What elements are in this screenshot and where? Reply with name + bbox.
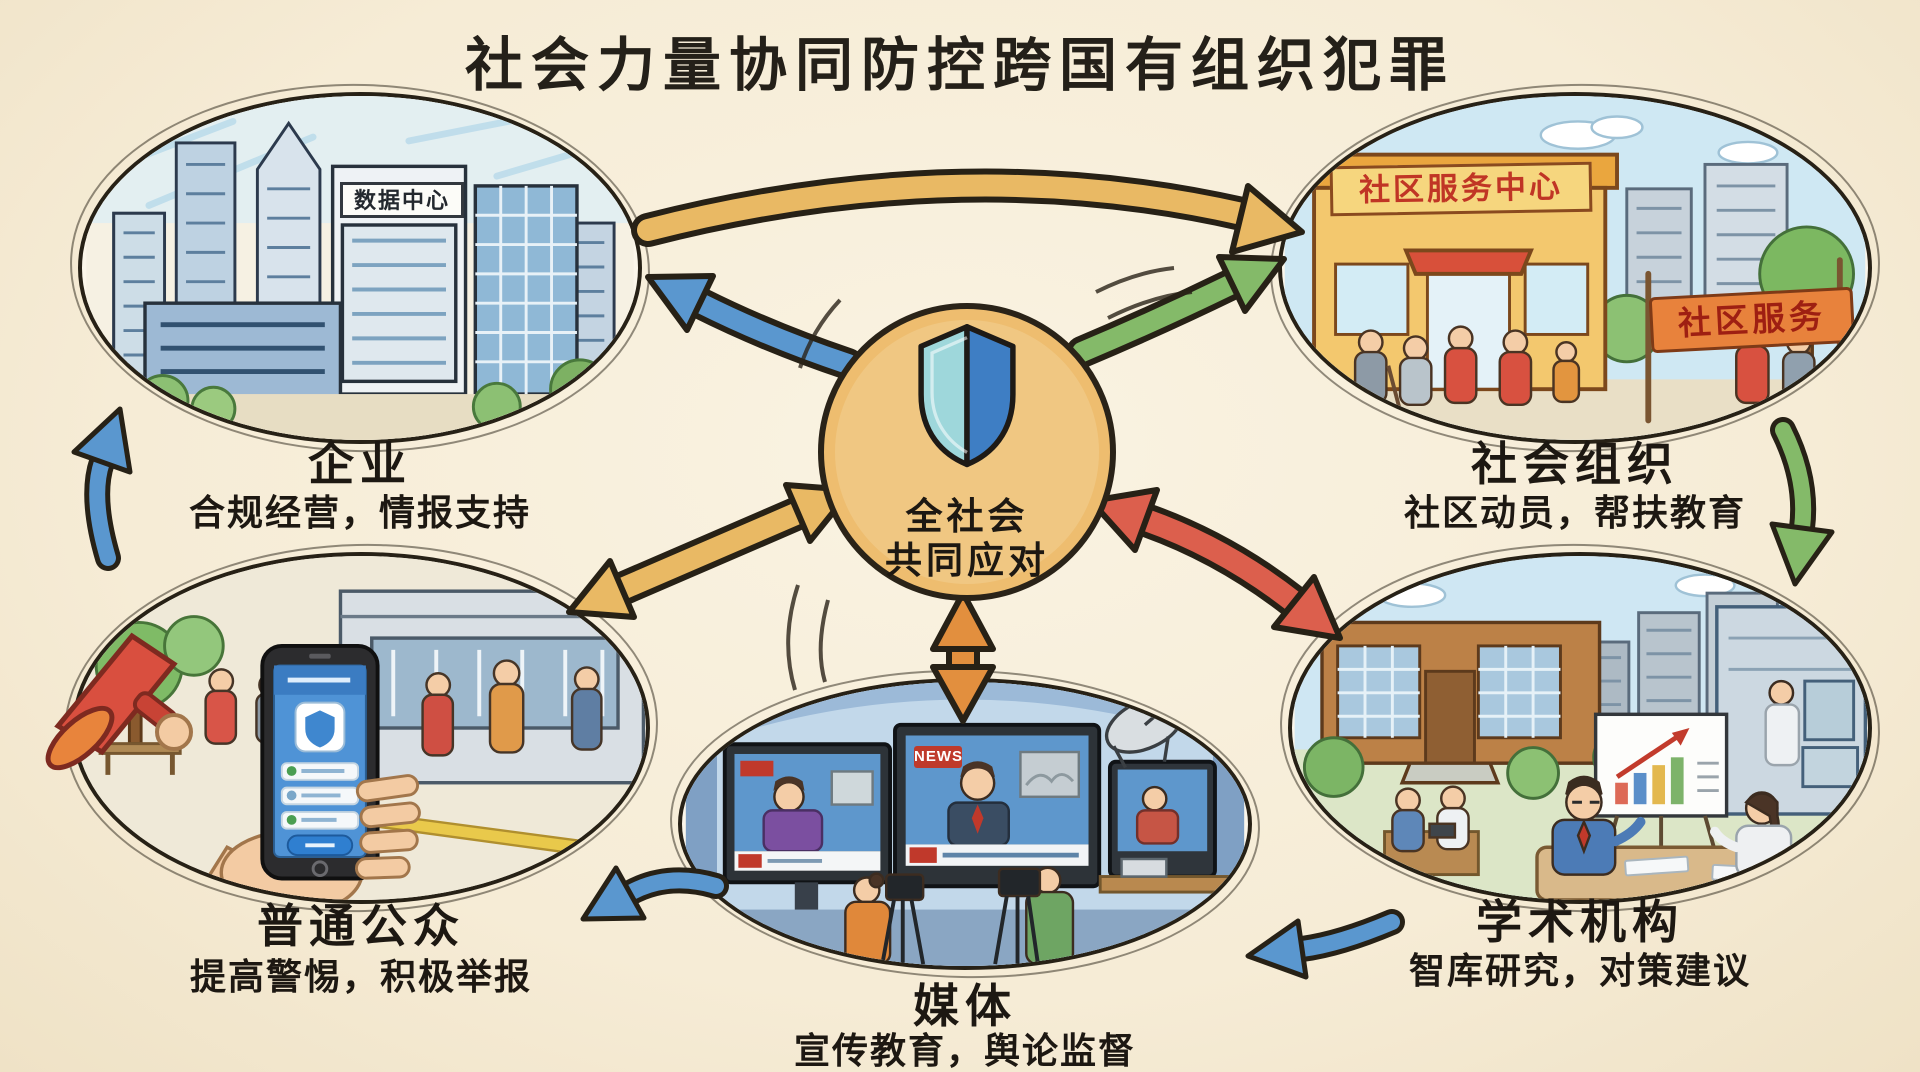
window-lines (123, 162, 605, 357)
poster-title: 社会力量协同防控跨国有组织犯罪 (464, 33, 1455, 98)
enterprise-label: 企业 (308, 438, 412, 490)
public-label: 普通公众 (257, 900, 465, 952)
volunteers-and-residents (1353, 323, 1816, 412)
glass-tower (473, 184, 579, 396)
academic-label: 学术机构 (1476, 896, 1684, 948)
smartphone (260, 643, 380, 881)
left-screen (722, 742, 893, 910)
shield-icon (918, 324, 1016, 468)
hub-text-line1: 全社会 (905, 496, 1029, 537)
academic-illustration (1288, 552, 1872, 904)
enterprise-subtitle: 合规经营，情报支持 (188, 492, 531, 533)
media-illustration: NEWS (678, 678, 1252, 970)
social-org-illustration: 社区服务中心 社区服务 (1278, 92, 1872, 444)
media-scene (685, 682, 1245, 966)
public-subtitle: 提高警惕，积极举报 (189, 956, 532, 997)
community-center-sign: 社区服务中心 (1329, 161, 1593, 217)
right-monitor (1098, 759, 1238, 894)
social-org-label: 社会组织 (1471, 438, 1679, 490)
back-building-windows (1636, 184, 1776, 286)
clouds (1539, 115, 1779, 165)
campus-window-grid (1337, 645, 1561, 738)
center-hub: 全社会 共同应对 (815, 300, 1119, 604)
academic-scene (1294, 556, 1868, 900)
flipchart (1593, 712, 1729, 866)
studio-floor (685, 909, 1245, 966)
camera-operator-left (844, 872, 926, 966)
clouds (1377, 573, 1736, 609)
community-service-banner: 社区服务 (1648, 286, 1856, 354)
academic-subtitle: 智库研究，对策建议 (1408, 950, 1751, 991)
lab-panel (1715, 605, 1868, 816)
social-org-scene (1284, 96, 1866, 440)
megaphone-icon (45, 632, 193, 771)
data-center-sign: 数据中心 (340, 182, 464, 218)
camera-operator-right (993, 866, 1075, 966)
social-org-subtitle: 社区动员，帮扶教育 (1403, 492, 1746, 533)
arrow-enterprise-to-social-org (631, 168, 1305, 255)
enterprise-scene (86, 96, 634, 440)
media-label: 媒体 (913, 980, 1017, 1032)
gripping-fingers (354, 774, 421, 880)
hub-text-line2: 共同应对 (885, 540, 1049, 581)
data-center-windows (352, 238, 446, 365)
enterprise-illustration: 数据中心 (78, 92, 642, 444)
analyst-male (1551, 775, 1646, 876)
news-badge: NEWS (914, 746, 962, 768)
media-subtitle: 宣传教育，舆论监督 (793, 1030, 1136, 1071)
